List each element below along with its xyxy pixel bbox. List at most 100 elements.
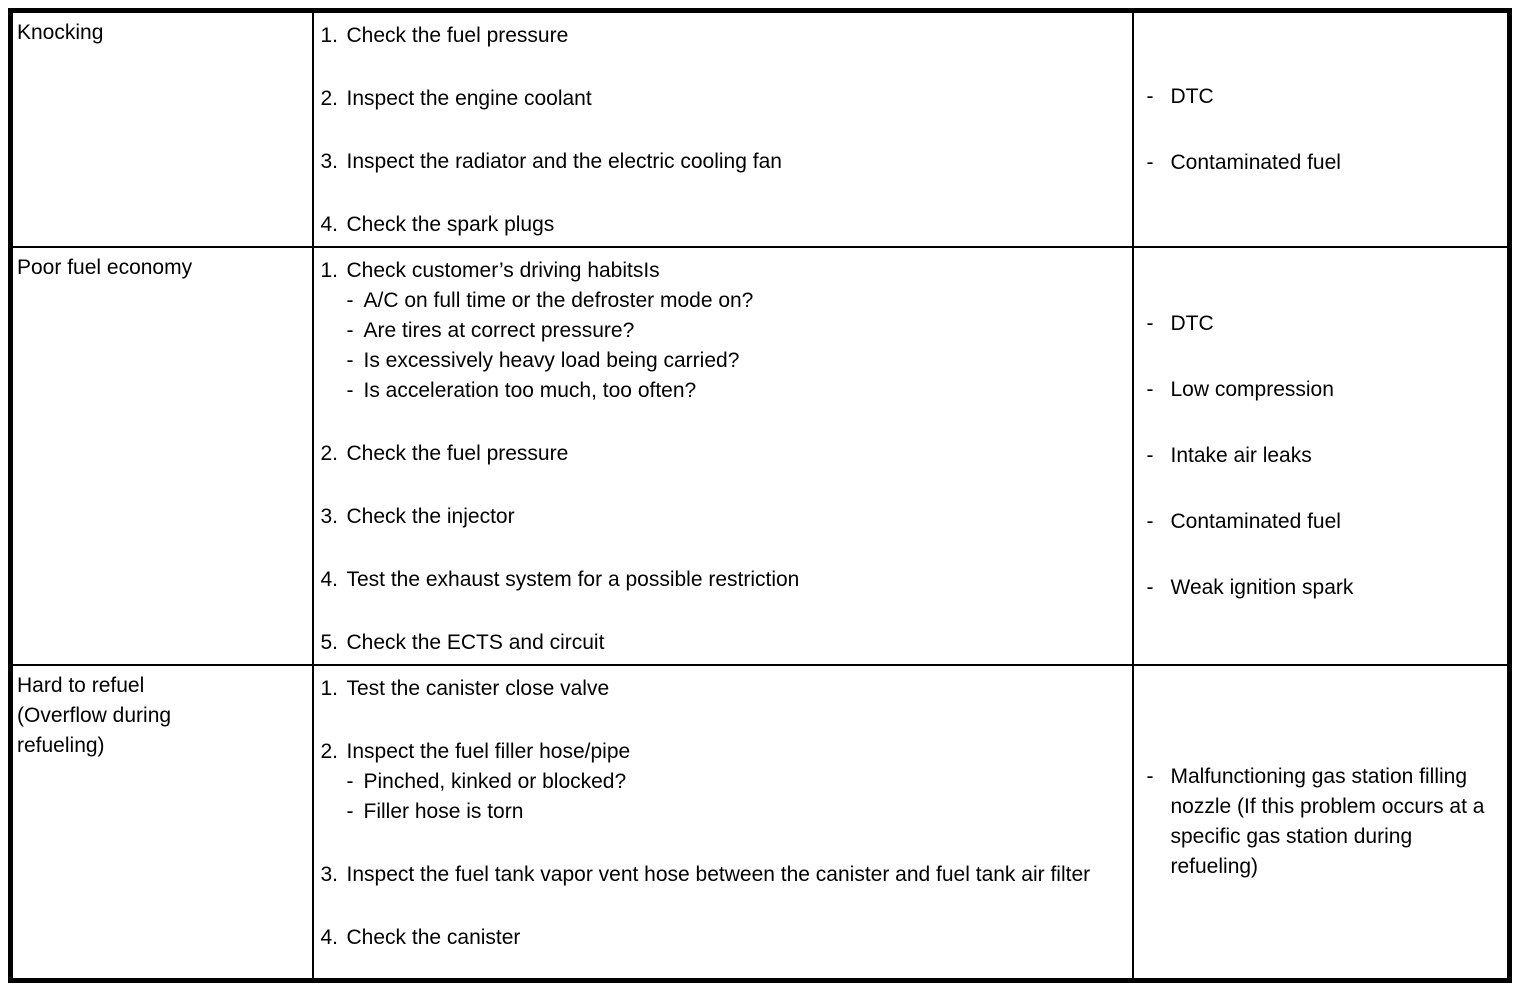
inspections-cell: 1. Check the fuel pressure 2. Inspect the e… (311, 9, 1134, 248)
item-text-line: Check the fuel pressure (346, 442, 569, 465)
symptom-line: Knocking (17, 21, 104, 44)
item-number: 4. (320, 568, 339, 591)
sub-item-text: Filler hose is torn (363, 800, 524, 823)
causes-cell: -Malfunctioning gas station filling nozz… (1131, 664, 1511, 981)
cause-item: -Contaminated fuel (1147, 507, 1500, 537)
cause-text: Intake air leaks (1170, 444, 1312, 467)
cause-item: -Low compression (1147, 375, 1500, 405)
dash-marker: - (346, 349, 354, 372)
item-text: Inspect the engine coolant (347, 84, 1126, 114)
sub-item-text: Are tires at correct pressure? (363, 319, 635, 342)
inspection-item: 3. Check the injector (321, 502, 1126, 532)
sub-item-text: Is excessively heavy load being carried? (363, 349, 740, 372)
inspection-item: 2. Inspect the fuel filler hose/pipe -Pinc… (321, 737, 1126, 827)
dash-marker: - (346, 800, 354, 823)
sub-item: -A/C on full time or the defroster mode … (347, 286, 1126, 316)
item-text-line: Inspect the fuel tank vapor vent hose be… (346, 863, 1091, 886)
table-row: Poor fuel economy 1. Check customer’s driv… (9, 246, 1511, 666)
inspection-item: 2. Inspect the engine coolant (321, 84, 1126, 114)
item-number: 1. (320, 259, 339, 282)
cause-item: -Contaminated fuel (1147, 148, 1500, 178)
item-number: 2. (320, 87, 339, 110)
item-text-line: Check the injector (346, 505, 515, 528)
cause-text: Contaminated fuel (1170, 510, 1341, 533)
cause-item: -Malfunctioning gas station filling nozz… (1147, 762, 1500, 882)
cause-text: DTC (1170, 84, 1214, 108)
item-number: 3. (320, 150, 339, 173)
item-text-line: Inspect the engine coolant (346, 87, 592, 110)
item-number: 4. (320, 926, 339, 949)
symptom-line: refueling) (17, 734, 105, 757)
cause-item: -Intake air leaks (1147, 441, 1500, 471)
cause-item: -Weak ignition spark (1147, 573, 1500, 603)
symptom-line: Poor fuel economy (17, 256, 193, 279)
cause-text: Low compression (1170, 378, 1334, 401)
item-text: Check the fuel pressure (347, 21, 1126, 51)
inspection-item: 1. Check customer’s driving habitsIs-A/C … (321, 256, 1126, 406)
item-text-line: Check the ECTS and circuit (346, 631, 605, 654)
sub-item-text: A/C on full time or the defroster mode o… (363, 289, 754, 312)
sub-item: -Is acceleration too much, too often? (347, 376, 1126, 406)
item-number: 3. (320, 505, 339, 528)
item-text: Inspect the fuel tank vapor vent hose be… (347, 860, 1126, 890)
inspection-item: 4. Check the spark plugs (321, 210, 1126, 240)
dash-marker: - (346, 319, 354, 342)
table-body: Knocking 1. Check the fuel pressure 2. Inspe… (9, 9, 1511, 981)
item-text-line: Inspect the fuel filler hose/pipe (346, 740, 631, 763)
symptom-line: Hard to refuel (17, 674, 145, 697)
dash-marker: - (1146, 510, 1154, 533)
item-text: Test the exhaust system for a possible r… (347, 565, 1126, 595)
inspections-cell: 1. Test the canister close valve 2. Inspect… (311, 664, 1134, 981)
item-text-line: Check the fuel pressure (346, 24, 569, 47)
inspection-item: 4. Test the exhaust system for a possible… (321, 565, 1126, 595)
causes-cell: -DTC-Contaminated fuel (1131, 9, 1511, 248)
symptom-cell: Poor fuel economy (9, 246, 314, 666)
table-row: Knocking 1. Check the fuel pressure 2. Inspe… (9, 9, 1511, 248)
cause-text: DTC (1170, 312, 1214, 335)
dash-marker: - (1146, 378, 1154, 401)
dash-marker: - (1146, 312, 1154, 335)
item-text-line: Test the exhaust system for a possible r… (346, 568, 800, 591)
dash-marker: - (346, 770, 354, 793)
sub-item-text: Is acceleration too much, too often? (363, 379, 697, 402)
item-number: 1. (320, 677, 339, 700)
inspection-item: 2.Check the fuel pressure (321, 439, 1126, 469)
inspection-item: 3.Inspect the fuel tank vapor vent hose … (321, 860, 1126, 890)
dash-marker: - (1146, 84, 1154, 108)
item-number: 4. (320, 213, 339, 236)
sub-item: -Are tires at correct pressure? (347, 316, 1126, 346)
item-text: Check customer’s driving habitsIs-A/C on… (347, 256, 1126, 406)
item-text: Inspect the radiator and the electric co… (347, 147, 1126, 177)
cause-item: -DTC (1147, 309, 1500, 339)
sub-item: -Filler hose is torn (347, 797, 1126, 827)
inspection-item: 5. Check the ECTS and circuit (321, 628, 1126, 658)
dash-marker: - (346, 289, 354, 312)
troubleshooting-table: Knocking 1. Check the fuel pressure 2. Inspe… (8, 8, 1512, 983)
item-text-line: Check the spark plugs (346, 213, 555, 236)
dash-marker: - (1146, 576, 1154, 599)
item-number: 2. (320, 740, 339, 763)
item-text: Test the canister close valve (347, 674, 1126, 704)
item-text: Check the spark plugs (347, 210, 1126, 240)
sub-item: -Pinched, kinked or blocked? (347, 767, 1126, 797)
sub-item-text: Pinched, kinked or blocked? (363, 770, 627, 793)
sub-item: -Is excessively heavy load being carried… (347, 346, 1126, 376)
dash-marker: - (1146, 150, 1154, 174)
dash-marker: - (1146, 764, 1154, 788)
inspection-item: 1. Test the canister close valve (321, 674, 1126, 704)
dash-marker: - (1146, 444, 1154, 467)
inspections-cell: 1. Check customer’s driving habitsIs-A/C … (311, 246, 1134, 666)
causes-cell: -DTC-Low compression-Intake air leaks-Co… (1131, 246, 1511, 666)
item-text-line: Test the canister close valve (346, 677, 610, 700)
inspection-item: 1. Check the fuel pressure (321, 21, 1126, 51)
item-text-line: Check the canister (346, 926, 521, 949)
item-text: Check the ECTS and circuit (347, 628, 1126, 658)
cause-text: Contaminated fuel (1170, 150, 1341, 174)
item-number: 1. (320, 24, 339, 47)
item-text: Inspect the fuel filler hose/pipe -Pinche… (347, 737, 1126, 827)
item-number: 5. (320, 631, 339, 654)
item-text-line: Inspect the radiator and the electric co… (346, 150, 782, 173)
